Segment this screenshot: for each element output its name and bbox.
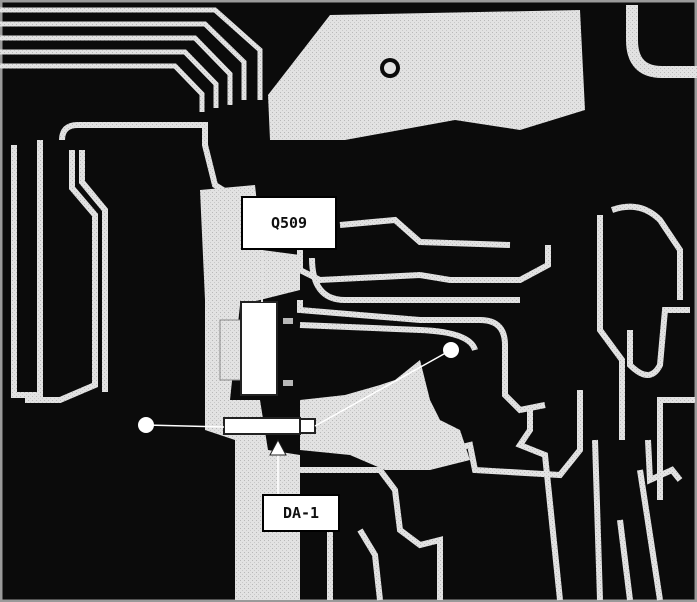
callout-dot-left <box>138 417 154 433</box>
via-top-hole <box>384 62 396 74</box>
trace-top-right <box>626 5 697 78</box>
q509-tab <box>219 319 243 381</box>
da1-cathode <box>299 418 316 434</box>
da1-arrow-icon <box>269 438 287 456</box>
callout-line-right <box>314 349 452 427</box>
callout-line-left <box>145 424 225 428</box>
da1-body <box>223 417 301 435</box>
right-traces <box>597 203 695 500</box>
ground-pour-top <box>268 10 585 140</box>
callout-dot-right <box>443 342 459 358</box>
q509-pin-1 <box>283 318 293 324</box>
signal-traces <box>297 216 663 601</box>
q509-pin-2 <box>283 380 293 386</box>
bus-traces <box>0 7 263 112</box>
left-traces <box>11 122 238 403</box>
ground-pour-lower <box>300 360 470 470</box>
q509-body <box>240 301 278 396</box>
label-da1: DA-1 <box>262 494 340 532</box>
label-q509: Q509 <box>241 196 337 250</box>
